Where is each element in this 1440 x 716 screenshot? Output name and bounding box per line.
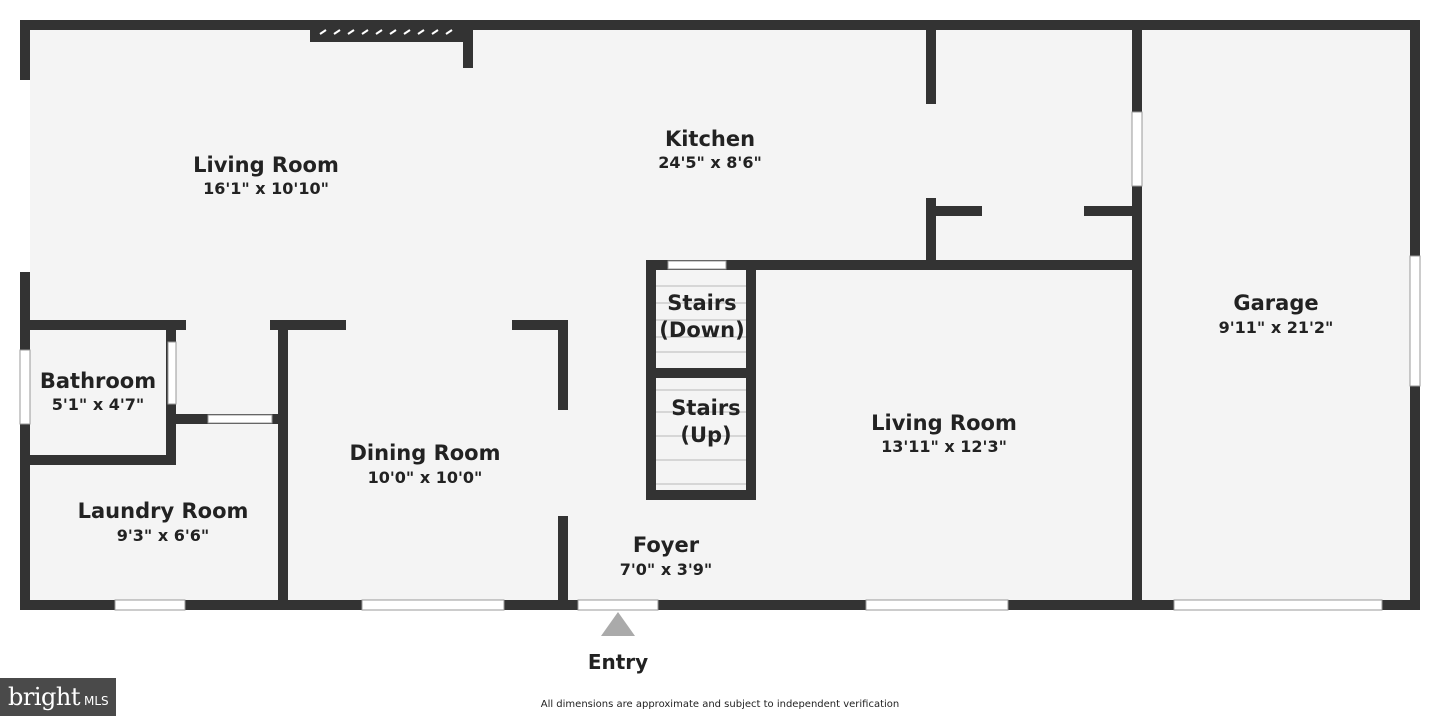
room-living-room-2: Living Room 13'11" x 12'3"	[871, 411, 1017, 456]
room-name: Living Room	[193, 153, 339, 177]
openings	[19, 80, 1421, 611]
room-dimensions: 5'1" x 4'7"	[52, 395, 144, 414]
entry-arrow-icon	[601, 612, 635, 636]
room-name-line1: Stairs	[671, 396, 740, 420]
bright-mls-logo: bright MLS	[0, 678, 116, 716]
room-laundry-room: Laundry Room 9'3" x 6'6"	[78, 499, 249, 545]
room-name-line2: (Up)	[680, 423, 731, 447]
room-dimensions: 13'11" x 12'3"	[881, 437, 1007, 456]
room-bathroom: Bathroom 5'1" x 4'7"	[40, 369, 156, 414]
room-name: Bathroom	[40, 369, 156, 393]
room-name: Kitchen	[665, 127, 755, 151]
disclaimer: All dimensions are approximate and subje…	[540, 699, 900, 710]
room-dimensions: 16'1" x 10'10"	[203, 179, 329, 198]
room-dimensions: 7'0" x 3'9"	[620, 560, 712, 579]
entry-label: Entry	[588, 650, 648, 674]
room-name: Garage	[1233, 291, 1318, 315]
room-stairs-up: Stairs (Up)	[671, 396, 740, 447]
room-dining-room: Dining Room 10'0" x 10'0"	[350, 441, 501, 487]
room-dimensions: 24'5" x 8'6"	[658, 153, 762, 172]
floor-area	[20, 20, 1420, 610]
room-garage: Garage 9'11" x 21'2"	[1219, 291, 1334, 337]
room-kitchen: Kitchen 24'5" x 8'6"	[658, 127, 762, 172]
stair-treads	[656, 285, 746, 485]
room-name-line2: (Down)	[659, 318, 744, 342]
room-dimensions: 9'3" x 6'6"	[117, 526, 209, 545]
room-name-line1: Stairs	[667, 291, 736, 315]
logo-suffix: MLS	[83, 694, 109, 708]
room-dimensions: 9'11" x 21'2"	[1219, 318, 1334, 337]
room-name: Laundry Room	[78, 499, 249, 523]
room-name: Living Room	[871, 411, 1017, 435]
room-name: Dining Room	[350, 441, 501, 465]
room-dimensions: 10'0" x 10'0"	[368, 468, 483, 487]
fireplace-hatch	[319, 29, 453, 35]
room-living-room-1: Living Room 16'1" x 10'10"	[193, 153, 339, 198]
room-foyer: Foyer 7'0" x 3'9"	[620, 533, 712, 579]
room-stairs-down: Stairs (Down)	[659, 291, 744, 342]
room-name: Foyer	[633, 533, 700, 557]
logo-brand: bright	[8, 683, 80, 711]
